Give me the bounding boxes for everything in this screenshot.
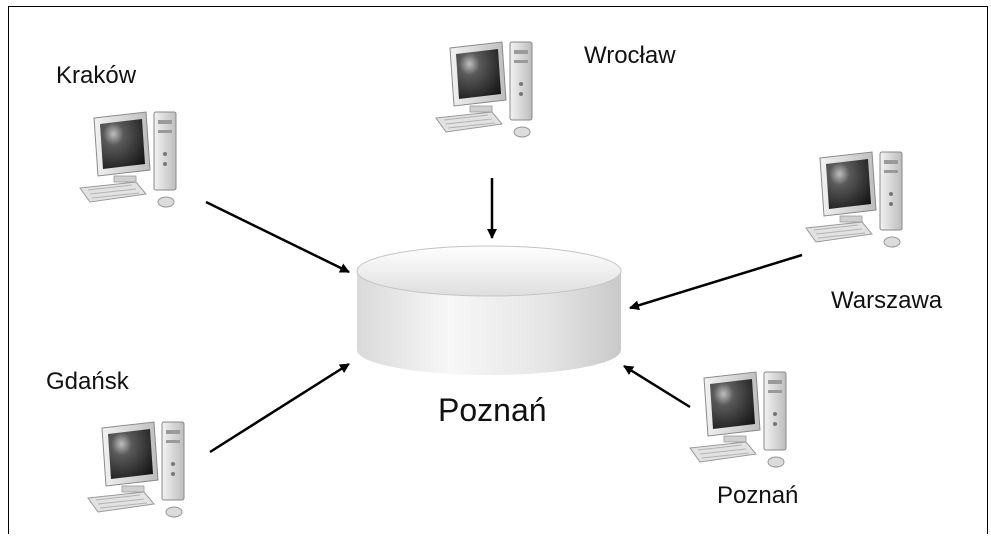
- node-label-poznan: Poznań: [717, 482, 799, 509]
- node-label-warszawa: Warszawa: [831, 287, 943, 314]
- computer-icon: [87, 421, 185, 518]
- computer-icon: [805, 151, 903, 248]
- database-cylinder-icon: [356, 245, 622, 375]
- arrow-krakow-to-center: [205, 200, 350, 274]
- node-label-wroclaw: Wrocław: [584, 42, 676, 69]
- center-label: Poznań: [438, 392, 547, 428]
- node-label-krakow: Kraków: [56, 62, 137, 89]
- arrow-warszawa-to-center: [629, 253, 803, 311]
- arrow-gdansk-to-center: [209, 362, 350, 454]
- diagram-frame: [8, 6, 988, 534]
- computer-icon: [79, 111, 177, 208]
- computer-icon: [435, 41, 533, 138]
- computer-icon: [689, 371, 787, 468]
- arrow-poznan-to-center: [623, 364, 691, 409]
- node-label-gdansk: Gdańsk: [46, 368, 129, 395]
